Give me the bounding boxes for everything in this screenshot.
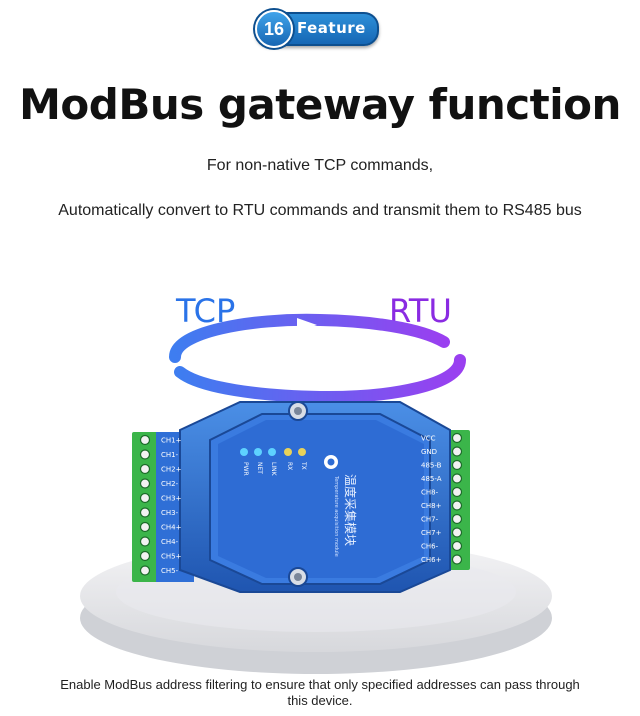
- left-screw-icon: [139, 565, 151, 576]
- subtitle-line-1: For non-native TCP commands,: [206, 157, 434, 174]
- left-screw-icon: [139, 507, 151, 518]
- left-screw-icon: [139, 449, 151, 460]
- left-screw-icon: [139, 478, 151, 489]
- right-terminal-label: CH7+: [421, 529, 442, 537]
- subtitle-line-2: Automatically convert to RTU commands an…: [58, 202, 582, 219]
- left-terminal-label: CH5+: [161, 553, 182, 561]
- arrow-right-icon: [297, 318, 317, 332]
- left-terminal-label: CH2-: [161, 480, 179, 488]
- right-terminal-label: CH6+: [421, 556, 442, 564]
- led-label-net: NET: [256, 462, 263, 474]
- feature-label: Feature: [297, 19, 366, 37]
- led-label-tx: TX: [300, 461, 307, 470]
- page-title: ModBus gateway function: [19, 80, 621, 129]
- led-pwr: [240, 448, 248, 456]
- caption: Enable ModBus address filtering to ensur…: [60, 677, 580, 708]
- right-screw-icon: [451, 554, 463, 565]
- status-leds: PWR NET LINK RX TX: [240, 448, 307, 477]
- right-screw-icon: [451, 432, 463, 444]
- feature-badge: 16 Feature: [255, 10, 379, 48]
- left-terminal-label: CH1+: [161, 437, 182, 445]
- led-tx: [298, 448, 306, 456]
- right-terminal-label: VCC: [421, 435, 436, 443]
- right-screw-icon: [451, 500, 463, 511]
- arrow-left-icon: [308, 368, 328, 382]
- right-screw-icon: [451, 459, 463, 471]
- right-terminal-label: CH6-: [421, 543, 439, 551]
- device-body: [179, 401, 451, 593]
- left-terminal-label: CH4+: [161, 524, 182, 532]
- left-terminal-label: CH5-: [161, 567, 179, 575]
- right-screw-icon: [451, 446, 463, 457]
- right-screw-icon: [451, 513, 463, 525]
- right-terminal-label: 485-B: [421, 462, 442, 470]
- left-terminal-labels: CH1+ CH1- CH2+ CH2- CH3+ CH3- CH4+ CH4- CH5+ CH5-: [161, 437, 182, 576]
- left-screw-icon: [139, 550, 151, 562]
- right-screw-icon: [451, 540, 463, 552]
- right-screw-icon: [451, 527, 463, 538]
- left-terminal-label: CH4-: [161, 538, 179, 546]
- led-label-rx: RX: [286, 462, 293, 470]
- device-logo-icon: [324, 455, 338, 469]
- right-terminal-label: CH8-: [421, 489, 439, 497]
- led-net: [254, 448, 262, 456]
- led-link: [268, 448, 276, 456]
- left-terminal-label: CH1-: [161, 451, 179, 459]
- right-terminal-label: CH7-: [421, 516, 439, 524]
- conversion-arrows: [169, 313, 466, 404]
- right-terminal-label: 485-A: [421, 475, 442, 483]
- right-terminal-label: CH8+: [421, 502, 442, 510]
- left-screw-icon: [139, 536, 151, 547]
- left-terminal-label: CH3-: [161, 509, 179, 517]
- product-subtitle: Temperature acquisition module: [333, 475, 339, 557]
- feature-number: 16: [255, 10, 293, 48]
- left-terminal-label: CH2+: [161, 466, 182, 474]
- left-terminal-label: CH3+: [161, 495, 182, 503]
- product-name: 温度采集模块: [343, 474, 358, 546]
- right-terminal-labels: VCC GND 485-B 485-A CH8- CH8+ CH7- CH7+ CH6- CH6+: [421, 435, 442, 565]
- right-screw-icon: [451, 473, 463, 484]
- right-screw-icon: [451, 486, 463, 498]
- left-screw-icon: [139, 521, 151, 533]
- left-screw-icon: [139, 463, 151, 475]
- led-label-pwr: PWR: [242, 462, 249, 476]
- left-screw-icon: [139, 434, 151, 446]
- right-terminal-label: GND: [421, 448, 437, 456]
- left-screw-icon: [139, 492, 151, 504]
- led-rx: [284, 448, 292, 456]
- led-label-link: LINK: [270, 462, 277, 477]
